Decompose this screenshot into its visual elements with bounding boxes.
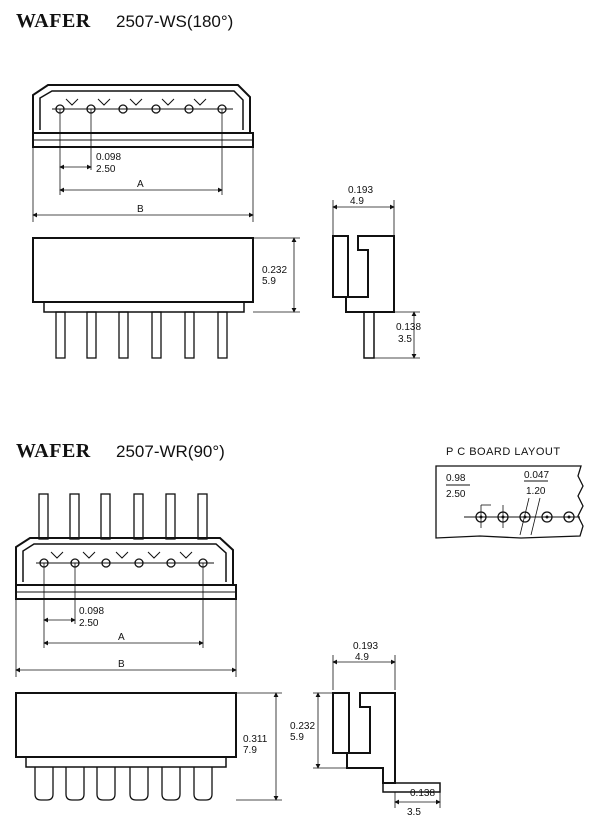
- top-dim-a-label: A: [137, 179, 144, 190]
- top-pins: [55, 311, 228, 359]
- pcb-pitch-inch-label: 0.98: [446, 473, 466, 484]
- top-elevation-view: [32, 237, 300, 359]
- top-dim-b-label: B: [137, 204, 144, 215]
- top-height-inch-label: 0.232: [262, 265, 287, 276]
- top-depth-mm-label: 4.9: [350, 196, 364, 207]
- bottom-height-mm-label: 5.9: [290, 732, 304, 743]
- bottom-upper-pins: [38, 493, 208, 540]
- pcb-holes: [475, 511, 575, 523]
- bottom-depth-mm-label: 4.9: [355, 652, 369, 663]
- bottom-depth-inch-label: 0.193: [353, 641, 378, 652]
- bottom-brand-title: WAFER: [16, 440, 91, 462]
- pcb-layout-title: P C BOARD LAYOUT: [446, 446, 561, 458]
- pcb-pitch-mm-label: 2.50: [446, 489, 466, 500]
- bottom-dim-a-label: A: [118, 632, 125, 643]
- top-pitch-inch-label: 0.098: [96, 152, 121, 163]
- pcb-layout-panel: [435, 465, 584, 539]
- bottom-pin-circles: [39, 558, 208, 568]
- top-model-title: 2507-WS(180°): [116, 12, 234, 31]
- top-depth-inch-label: 0.193: [348, 185, 373, 196]
- pcb-hole-mm-label: 1.20: [526, 486, 546, 497]
- top-height-mm-label: 5.9: [262, 276, 276, 287]
- bottom-pin-mm-label: 3.5: [407, 807, 421, 817]
- bottom-total-mm-label: 7.9: [243, 745, 257, 756]
- bottom-model-title: 2507-WR(90°): [116, 442, 225, 461]
- bottom-lower-pins: [34, 767, 213, 801]
- bottom-total-inch-label: 0.311: [243, 734, 268, 745]
- top-pin-mm-label: 3.5: [398, 334, 412, 345]
- bottom-pitch-mm-label: 2.50: [79, 618, 99, 629]
- bottom-front-view: [15, 493, 237, 677]
- pcb-hole-inch-label: 0.047: [524, 470, 549, 481]
- top-brand-title: WAFER: [16, 10, 91, 32]
- bottom-elevation-view: [15, 692, 282, 801]
- bottom-pin-inch-label: 0.138: [410, 788, 435, 799]
- top-pitch-mm-label: 2.50: [96, 164, 116, 175]
- bottom-dim-b-label: B: [118, 659, 125, 670]
- bottom-pitch-inch-label: 0.098: [79, 606, 104, 617]
- bottom-height-inch-label: 0.232: [290, 721, 315, 732]
- top-front-view: [32, 84, 254, 222]
- top-profile-view: [332, 200, 420, 359]
- bottom-profile-view: [313, 655, 441, 808]
- top-pin-inch-label: 0.138: [396, 322, 421, 333]
